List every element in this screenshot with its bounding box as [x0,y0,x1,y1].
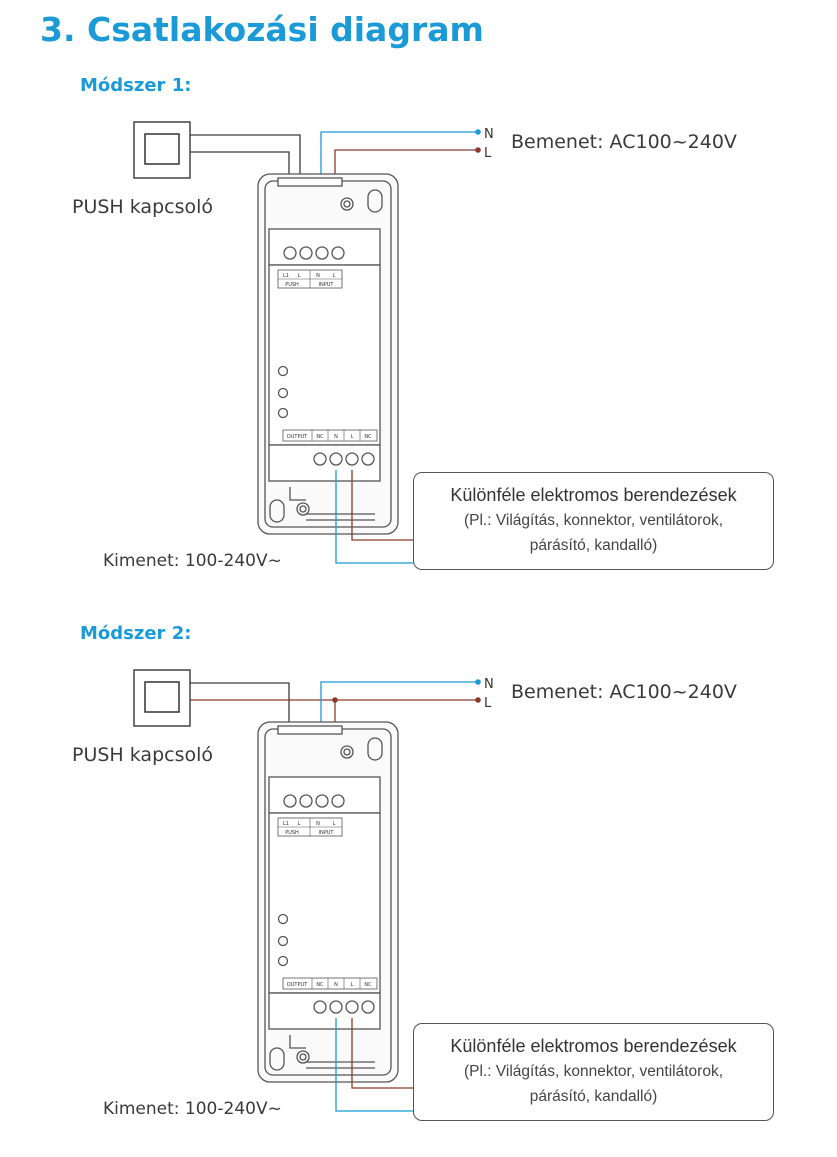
devices-examples-line1: (Pl.: Világítás, konnektor, ventilátorok… [463,512,724,529]
n-label: N [484,677,494,692]
devices-examples-line1: (Pl.: Világítás, konnektor, ventilátorok… [463,1063,724,1080]
method-2-heading: Módszer 2: [80,623,192,644]
method-2-diagram: PUSH INPUT L1 L N L OUTPUT NC N L NC N L [133,669,494,1112]
devices-examples-line2: párásító, kandalló) [529,1088,658,1105]
push-switch-label: PUSH kapcsoló [72,196,213,218]
terminal-pin-label: L [333,273,336,279]
devices-box: Különféle elektromos berendezések (Pl.: … [413,472,774,570]
devices-examples-line2: párásító, kandalló) [529,537,658,554]
terminal-bottom-label: NC [364,434,372,440]
output-label: Kimenet: 100-240V~ [103,551,282,571]
terminal-bottom-label: OUTPUT [287,434,308,440]
output-wires [335,1018,413,1112]
terminal-pin-label: L1 [283,273,289,279]
n-label: N [484,127,494,142]
terminal-bottom-label: NC [364,982,372,988]
page-title: 3. Csatlakozási diagram [40,10,484,49]
devices-title: Különféle elektromos berendezések [450,1036,737,1056]
devices-title: Különféle elektromos berendezések [450,485,737,505]
terminal-pin-label: L [333,821,336,827]
terminal-bottom-label: L [351,982,354,988]
input-label: Bemenet: AC100~240V [511,681,737,703]
terminal-bottom-label: N [334,982,338,988]
terminal-bottom-label: OUTPUT [287,982,308,988]
controller-device [257,721,399,1083]
terminal-pin-label: L [298,821,301,827]
output-wires [335,470,413,564]
terminal-pin-label: L1 [283,821,289,827]
push-switch-icon [133,121,191,179]
l-label: L [484,146,492,161]
method-1-diagram: PUSH INPUT L1 L N L OUTPUT NC N L NC N L [133,121,494,564]
input-label: Bemenet: AC100~240V [511,131,737,153]
terminal-pin-label: N [316,273,320,279]
terminal-bottom-label: NC [316,434,324,440]
output-label: Kimenet: 100-240V~ [103,1099,282,1119]
terminal-pin-label: N [316,821,320,827]
push-switch-label: PUSH kapcsoló [72,744,213,766]
terminal-bottom-label: N [334,434,338,440]
terminal-top-label: INPUT [319,830,335,836]
terminal-bottom-label: L [351,434,354,440]
terminal-pin-label: L [298,273,301,279]
method-1-heading: Módszer 1: [80,75,192,96]
terminal-top-label: INPUT [319,282,335,288]
devices-box: Különféle elektromos berendezések (Pl.: … [413,1023,774,1121]
l-label: L [484,696,492,711]
controller-device [257,173,399,535]
terminal-bottom-label: NC [316,982,324,988]
push-switch-icon [133,669,191,727]
terminal-top-label: PUSH [285,282,299,288]
terminal-top-label: PUSH [285,830,299,836]
